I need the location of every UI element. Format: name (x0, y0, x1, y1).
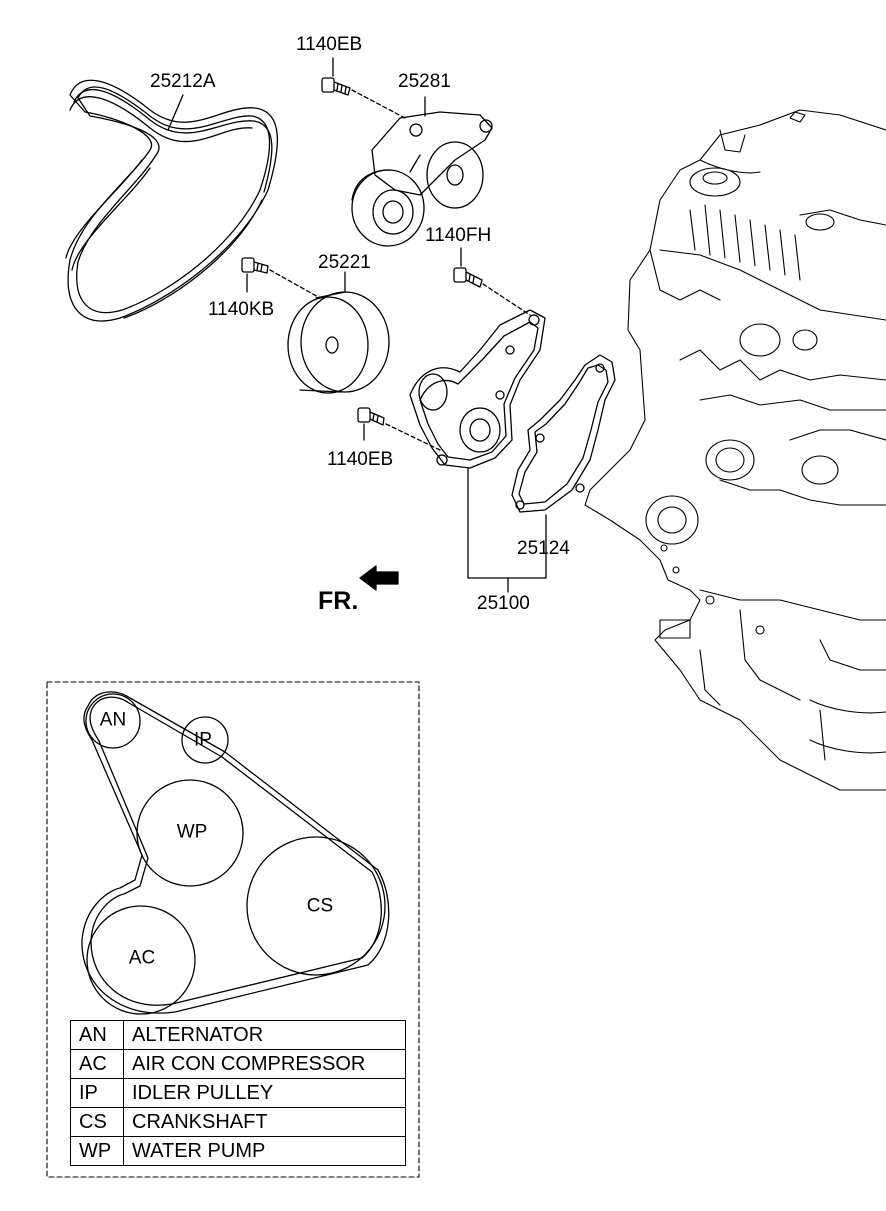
pulley-label-ac: AC (128, 947, 156, 969)
part-label-bolt-fh: 1140FH (425, 225, 492, 246)
gasket-drawing (511, 354, 616, 513)
engine-block-drawing (584, 109, 886, 791)
bolt-bottom-drawing (357, 407, 385, 426)
water-pump-drawing (409, 309, 546, 469)
serpentine-belt-drawing (65, 79, 279, 322)
legend-row: WP WATER PUMP (70, 1136, 406, 1166)
legend-row: IP IDLER PULLEY (70, 1078, 406, 1108)
belt-route-drawing (81, 691, 390, 1015)
pulley-label-cs: CS (306, 895, 334, 917)
part-label-gasket: 25124 (517, 538, 570, 559)
part-label-water-pump-assy: 25100 (477, 593, 530, 614)
assembly-bracket-line (467, 467, 547, 579)
front-indicator-label: FR. (318, 587, 359, 615)
legend-abbr: AN (70, 1020, 124, 1050)
front-arrow-icon (359, 565, 399, 591)
part-label-belt: 25212A (150, 71, 216, 92)
part-label-bolt-bottom: 1140EB (327, 449, 394, 470)
legend-row: CS CRANKSHAFT (70, 1107, 406, 1137)
legend-name: ALTERNATOR (123, 1020, 406, 1050)
bolt-fh-drawing (453, 267, 483, 288)
legend-row: AN ALTERNATOR (70, 1020, 406, 1050)
part-label-idler-pulley: 25221 (318, 252, 371, 273)
legend-abbr: CS (70, 1107, 124, 1137)
legend-name: WATER PUMP (123, 1136, 406, 1166)
legend-name: CRANKSHAFT (123, 1107, 406, 1137)
belt-layout-box (46, 681, 420, 1178)
legend-abbr: AC (70, 1049, 124, 1079)
leader-line-belt (167, 94, 184, 131)
legend-name: AIR CON COMPRESSOR (123, 1049, 406, 1079)
pulley-label-wp: WP (176, 821, 208, 843)
bolt-top-drawing (321, 77, 351, 96)
legend-abbr: WP (70, 1136, 124, 1166)
legend-abbr: IP (70, 1078, 124, 1108)
legend-name: IDLER PULLEY (123, 1078, 406, 1108)
pulley-label-ip: IP (194, 729, 212, 751)
legend-row: AC AIR CON COMPRESSOR (70, 1049, 406, 1079)
part-label-bolt-top: 1140EB (296, 34, 363, 55)
part-label-tensioner: 25281 (398, 71, 451, 92)
tensioner-drawing (351, 111, 493, 247)
pulley-label-an: AN (99, 709, 127, 731)
part-label-bolt-kb: 1140KB (208, 299, 275, 320)
pulley-legend-table: AN ALTERNATOR AC AIR CON COMPRESSOR IP I… (70, 1020, 406, 1166)
idler-pulley-drawing (287, 291, 390, 394)
bolt-kb-drawing (241, 257, 269, 274)
